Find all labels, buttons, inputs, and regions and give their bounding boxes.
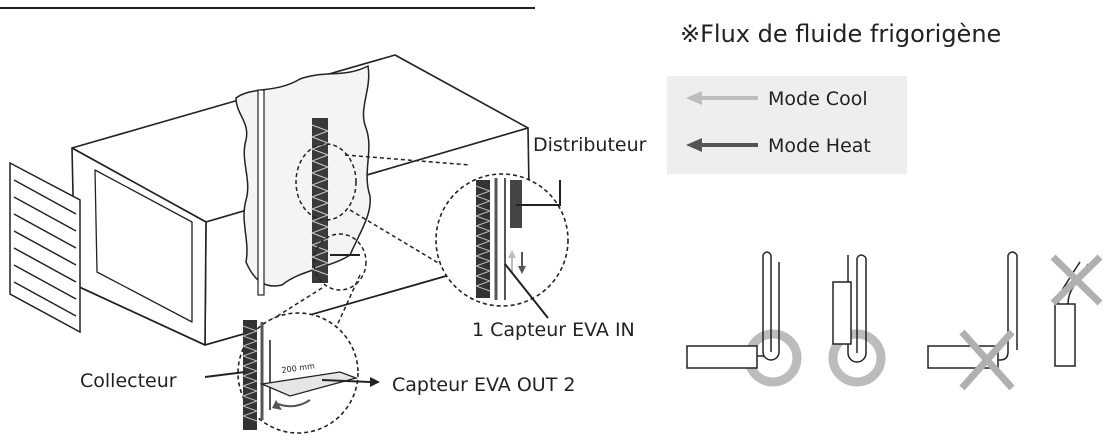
heat-arrow-head-icon: [686, 138, 702, 152]
louver-grille: [9, 161, 81, 334]
distributor-label: Distributeur: [533, 134, 647, 156]
cool-mode-label: Mode Cool: [768, 88, 868, 110]
evaporator-coil: [310, 118, 360, 283]
sensor-body: [832, 281, 852, 345]
x-mark-icon: [959, 329, 1015, 391]
legend-box: [667, 76, 907, 174]
correct-install-horizontal: [686, 251, 802, 387]
incorrect-install-vertical: [1050, 254, 1103, 367]
collector-detail: 200 mm: [237, 312, 359, 434]
incorrect-install-horizontal: [927, 251, 1018, 391]
legend-title: ※Flux de fluide frigorigène: [680, 20, 1001, 48]
eva-out-leader: [321, 379, 371, 383]
sensor-body: [686, 345, 758, 369]
distributor-callout-circle: [295, 143, 357, 221]
distributor-detail: [435, 173, 569, 319]
collector-label: Collecteur: [80, 370, 177, 392]
legend-heat-item: Mode Heat: [686, 135, 871, 157]
legend-cool-item: Mode Cool: [686, 88, 868, 110]
correct-install-vertical: [828, 254, 886, 387]
x-mark-icon: [1050, 254, 1103, 306]
cool-arrow-head-icon: [686, 91, 702, 105]
eva-in-label: 1 Capteur EVA IN: [472, 319, 635, 341]
eva-out-label: Capteur EVA OUT 2: [392, 374, 575, 396]
collector-callout-circle: [313, 233, 367, 291]
sensor-body: [1054, 303, 1076, 367]
collector-leader: [204, 371, 246, 378]
distributor-leader: [516, 180, 561, 206]
heat-mode-label: Mode Heat: [768, 135, 871, 157]
